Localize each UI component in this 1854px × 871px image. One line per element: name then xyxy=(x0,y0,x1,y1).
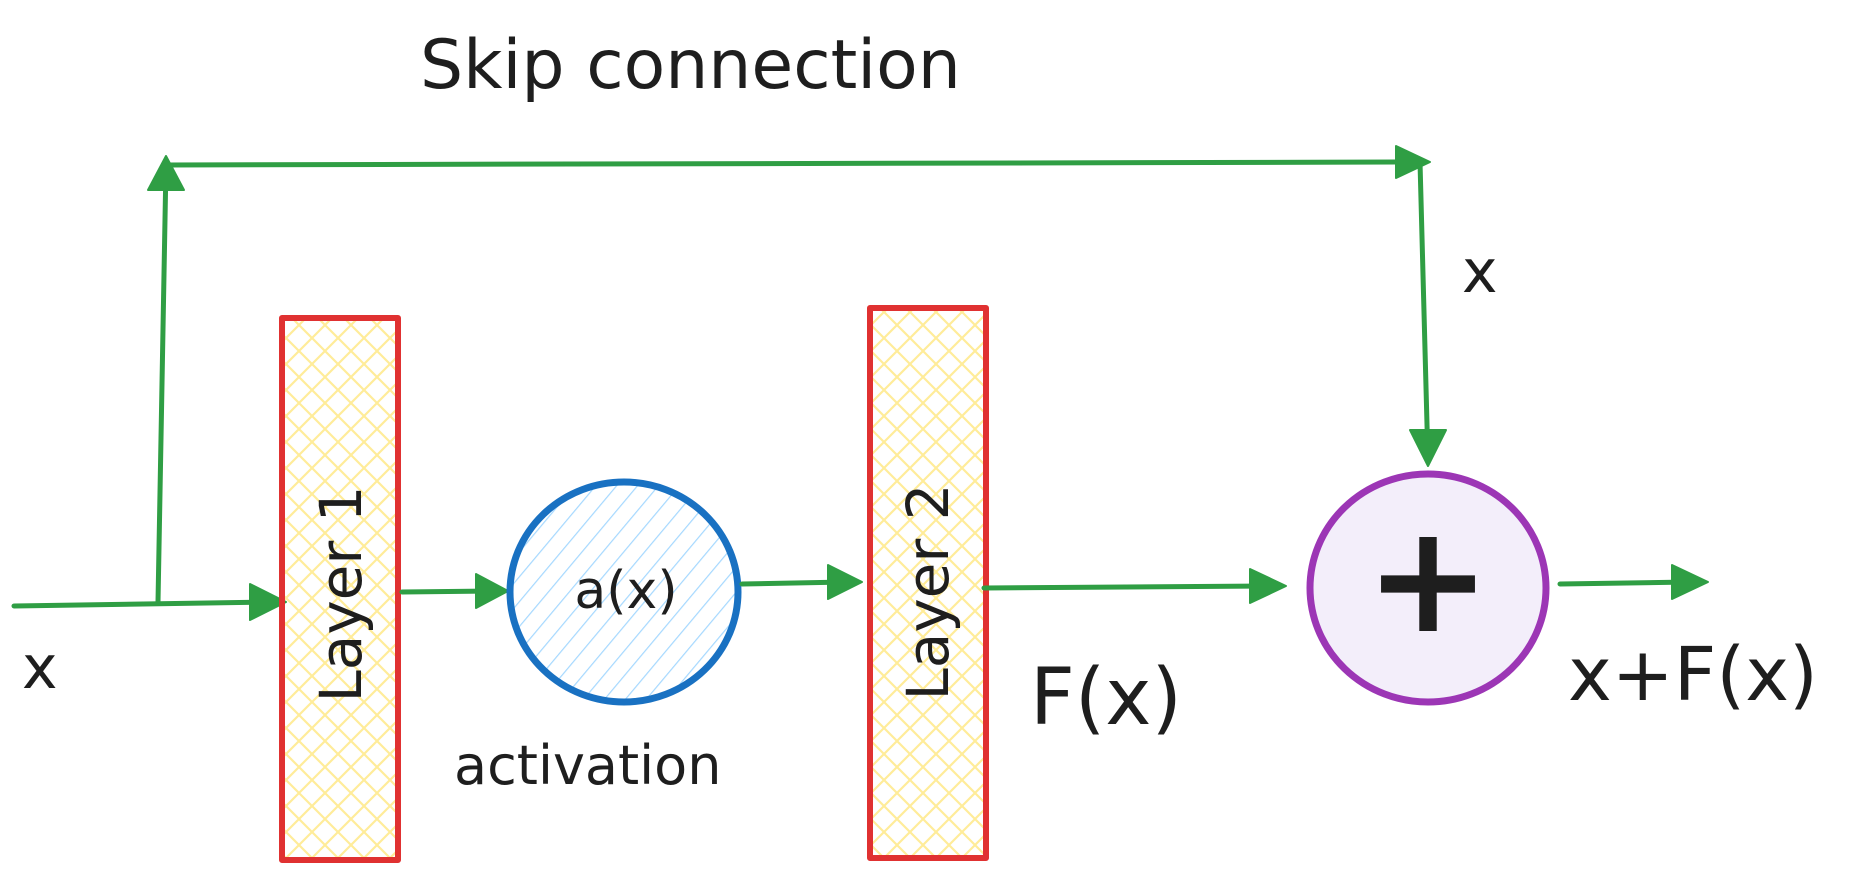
activation-to-layer2-arrowhead xyxy=(827,564,863,600)
skip-connection-line xyxy=(155,159,1431,605)
layer-2-label: Layer 2 xyxy=(894,483,962,700)
plus-icon: + xyxy=(1365,493,1491,667)
add-node: + xyxy=(1306,470,1550,706)
layer2-to-add-line xyxy=(981,583,1271,591)
layer2-to-add-arrowhead xyxy=(1249,568,1287,604)
activation-symbol: a(x) xyxy=(574,561,677,621)
layer-2-block: Layer 2 xyxy=(867,305,989,861)
input-arrow-line xyxy=(11,599,273,609)
activation-node: a(x) xyxy=(506,478,742,706)
skip-arrowhead-right xyxy=(1395,145,1431,179)
skip-arrowhead-down xyxy=(1409,429,1447,467)
output-arrowhead xyxy=(1671,564,1709,600)
layer1-to-activation-arrowhead xyxy=(475,573,509,609)
layer-1-label: Layer 1 xyxy=(307,485,375,702)
layer-1-block: Layer 1 xyxy=(279,315,401,863)
input-arrowhead xyxy=(249,583,287,621)
skip-arrowhead-up xyxy=(147,155,185,191)
diagram-title: Skip connection xyxy=(420,26,961,105)
fx-label: F(x) xyxy=(1030,653,1182,743)
output-arrow-line xyxy=(1557,579,1693,587)
output-label: x+F(x) xyxy=(1568,632,1818,718)
skip-label: x xyxy=(1462,237,1498,307)
input-label: x xyxy=(22,633,58,703)
activation-caption: activation xyxy=(454,734,721,797)
